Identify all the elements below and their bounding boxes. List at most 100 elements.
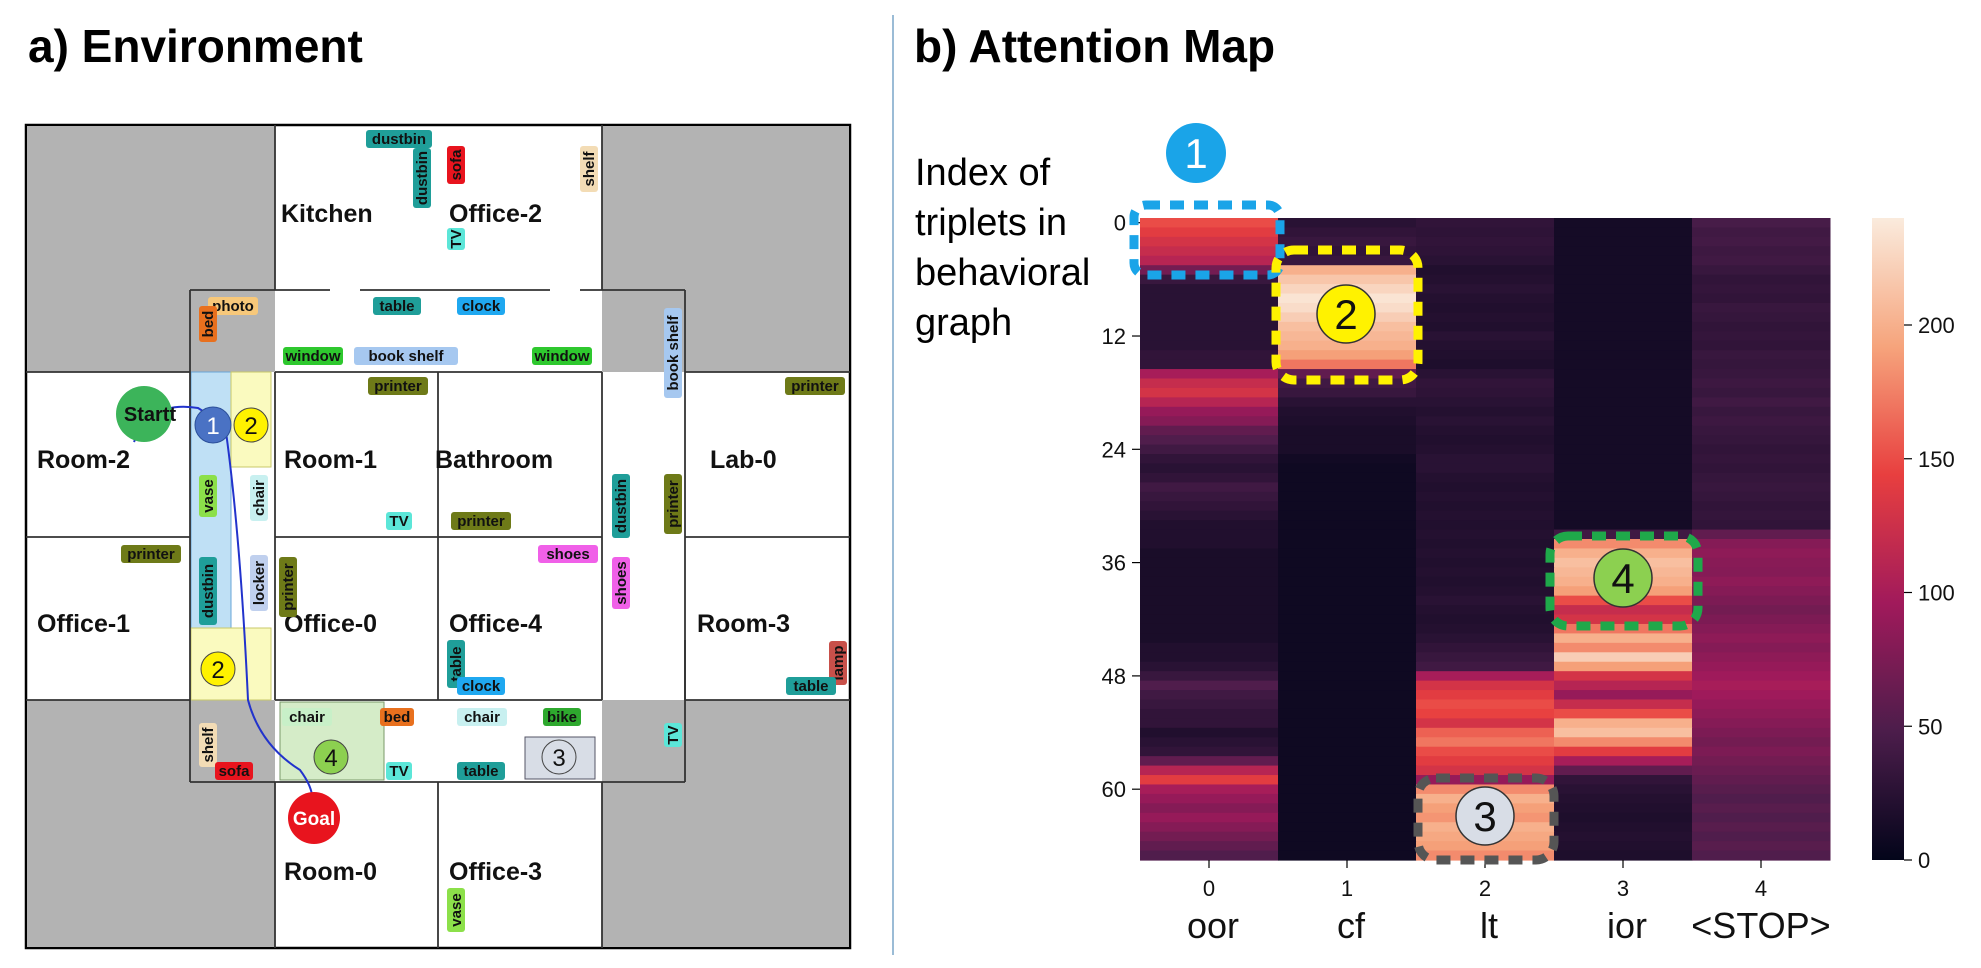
object-tag-bg [457,297,505,315]
x-category-name: <STOP> [1691,905,1830,946]
heatmap-cell [1278,539,1417,550]
heatmap-cell [1416,284,1555,295]
object-tag-bg [121,545,181,563]
x-tick-label: 3 [1617,876,1629,901]
heatmap-cell [1278,397,1417,408]
heatmap-cell [1554,718,1693,729]
heatmap-cell [1140,312,1279,323]
x-tick-label: 1 [1341,876,1353,901]
heatmap-cell [1416,397,1555,408]
heatmap-cell [1692,850,1831,861]
heatmap-cell [1554,652,1693,663]
heatmap-cell [1140,812,1279,823]
object-tag: vase [199,475,217,517]
heatmap-cell [1278,435,1417,446]
heatmap-cell [1554,293,1693,304]
heatmap-cell [1554,831,1693,842]
heatmap-cell [1554,284,1693,295]
heatmap-cell [1278,406,1417,417]
object-tag-bg [199,475,217,517]
object-tag: TV [447,228,465,250]
object-tag: dustbin [199,557,217,625]
heatmap-cell [1692,567,1831,578]
heatmap-cell [1416,841,1555,852]
heatmap-cell [1140,831,1279,842]
heatmap-cell [1416,482,1555,493]
room-label-room-1: Room-1 [284,446,377,474]
object-tag-label: window [534,348,590,365]
object-tag-label: printer [457,513,505,530]
heatmap-cell [1692,727,1831,738]
heatmap-cell [1692,614,1831,625]
heatmap-cell [1416,727,1555,738]
heatmap-cell [1278,718,1417,729]
heatmap-cell [1278,708,1417,719]
object-tag-label: chair [251,480,268,516]
heatmap-cell [1416,614,1555,625]
object-tag-bg [208,297,258,315]
heatmap-cell [1416,586,1555,597]
step-marker-2-label: 2 [244,413,257,440]
heatmap-cell [1554,425,1693,436]
object-tag-bg [199,306,217,342]
room-label-office-2: Office-2 [449,200,542,228]
heatmap-cell [1692,425,1831,436]
heatmap-cell [1416,642,1555,653]
heatmap-cell [1692,284,1831,295]
heatmap-cell [1416,718,1555,729]
trajectory-path [133,405,314,806]
object-tag: printer [279,557,297,617]
object-tag-label: shoes [613,561,630,604]
heatmap-cell [1554,463,1693,474]
heatmap-cell [1416,369,1555,380]
heatmap-cell [1554,435,1693,446]
heatmap-cell [1692,623,1831,635]
heatmap-cell [1554,302,1693,314]
y-axis-title-line: triplets in [915,202,1067,244]
object-tag-label: dustbin [613,479,630,533]
heatmap-cell [1554,340,1693,351]
heatmap-cell [1278,699,1417,710]
heatmap-cell [1278,454,1417,465]
object-tag-bg [829,641,847,685]
y-axis-title-line: Index of [915,152,1051,194]
heatmap-cell [1140,671,1279,682]
object-tag: TV [386,512,412,530]
heatmap-cell [1554,246,1693,257]
y-tick-label: 36 [1102,551,1126,576]
heatmap-cell [1278,793,1417,804]
heatmap-cell [1554,614,1693,625]
heatmap-cell [1554,218,1693,229]
heatmap-cell [1416,463,1555,474]
object-tag-bg [532,347,592,365]
object-tag-bg [457,677,505,695]
object-tag-label: table [793,678,828,695]
heatmap-cell [1416,595,1555,606]
heatmap-cell [1692,737,1831,748]
heatmap-cell [1278,822,1417,833]
object-tag: shoes [538,545,598,563]
heatmap-cell [1140,463,1279,474]
heatmap-cell [1278,803,1417,814]
heatmap-cell [1692,416,1831,427]
object-tag-bg [373,297,421,315]
heatmap-cell [1554,642,1693,653]
heatmap-cell [1278,274,1417,285]
heatmap-cell [1692,227,1831,238]
start-label: Startt [124,404,177,426]
heatmap-cell [1416,265,1555,276]
heatmap-cell [1554,803,1693,814]
heatmap-cell [1278,841,1417,852]
heatmap-cell [1692,680,1831,691]
heatmap-cell [1278,756,1417,767]
heatmap-cell [1554,520,1693,531]
heatmap-cell [1554,406,1693,417]
heatmap-cell [1278,369,1417,380]
object-tag-label: printer [127,546,175,563]
heatmap-cell [1692,652,1831,663]
object-tag-label: TV [389,763,408,780]
heatmap-cell [1692,671,1831,682]
